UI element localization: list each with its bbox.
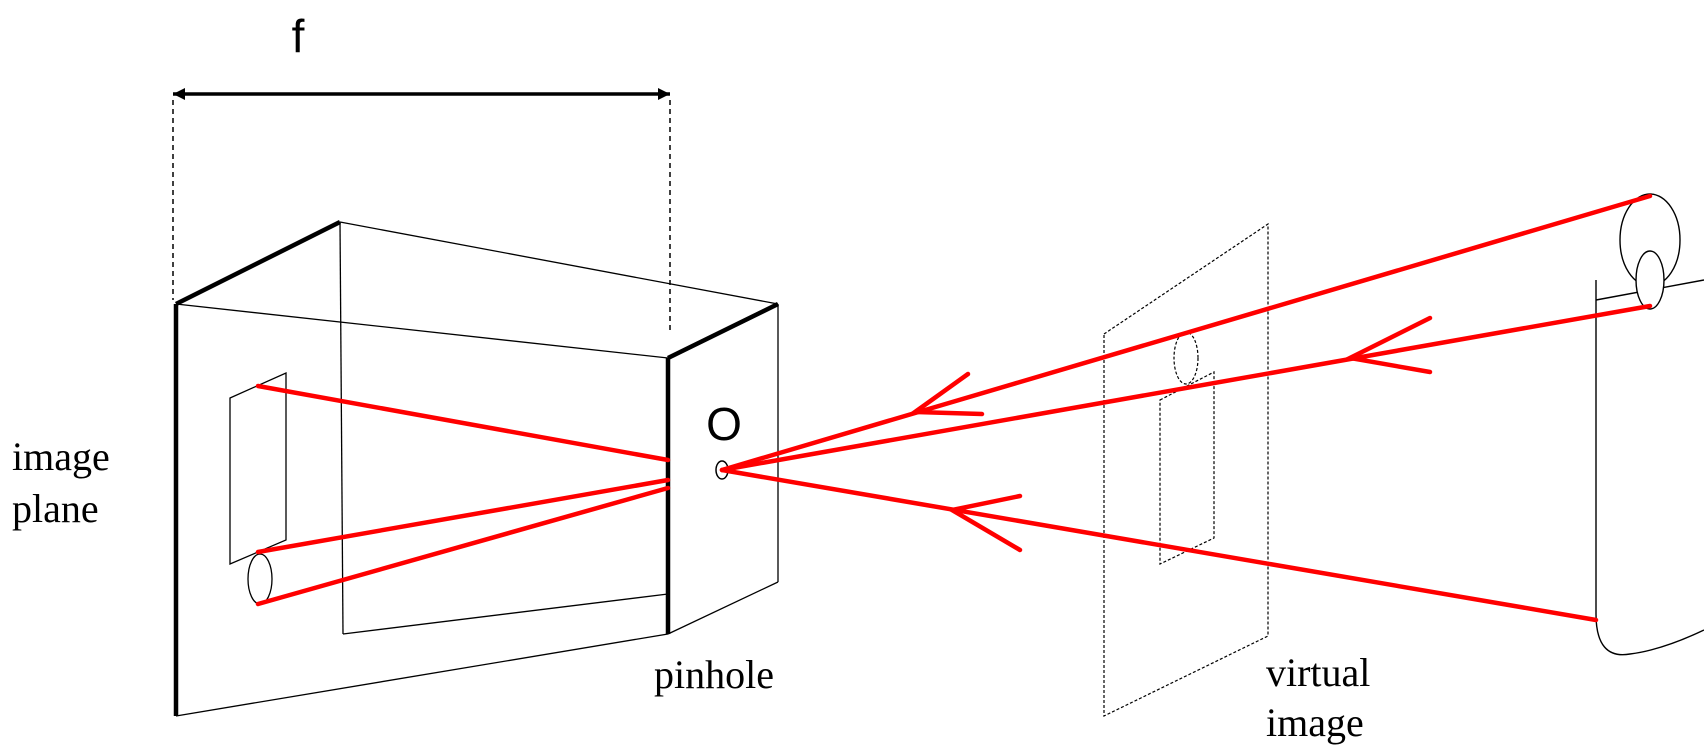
focal-length-label: f: [292, 10, 305, 62]
focal-length-dimension: f: [172, 10, 671, 330]
image-plane-label-line1: image: [12, 434, 110, 479]
ray-inside-middle: [255, 477, 671, 555]
inverted-image: [229, 371, 287, 605]
ray-arrow-1: [908, 371, 985, 417]
ray-flame-base: [719, 303, 1653, 473]
virtual-image-label: virtual image: [1266, 650, 1380, 745]
optical-center-label: O: [706, 398, 742, 450]
ray-inside-top: [255, 383, 671, 463]
virtual-image-label-line1: virtual: [1266, 650, 1370, 695]
light-rays: [255, 193, 1653, 623]
ray-flame-top: [719, 193, 1653, 473]
ray-arrow-3: [945, 493, 1023, 553]
ray-candle-bottom: [719, 467, 1599, 623]
virtual-image-plane: [1103, 222, 1269, 717]
candle-object: [1595, 193, 1704, 656]
ray-arrow-2: [1342, 315, 1433, 375]
image-plane-label: image plane: [12, 434, 120, 531]
ray-inside-bottom: [255, 485, 671, 607]
image-plane-label-line2: plane: [12, 486, 99, 531]
virtual-image-label-line2: image: [1266, 700, 1364, 745]
pinhole-label: pinhole: [654, 652, 774, 697]
camera-box: [173, 219, 779, 717]
